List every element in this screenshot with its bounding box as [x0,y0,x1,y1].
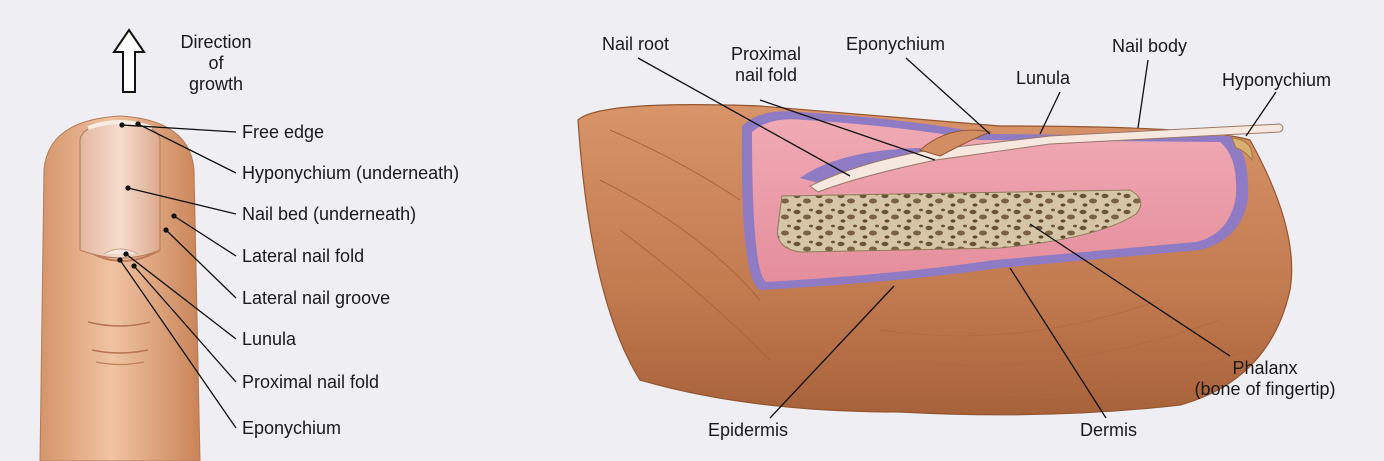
label-dermis: Dermis [1080,420,1137,440]
label-nail-bed: Nail bed (underneath) [242,204,417,224]
proximal-fold-line-2: nail fold [734,65,798,85]
right-leader-lines [637,57,1277,419]
label-eponychium-left: Eponychium [242,418,342,438]
growth-line-2: of [208,53,224,73]
label-lunula-left: Lunula [242,329,297,349]
label-phalanx: Phalanx (bone of fingertip) [1180,358,1350,400]
label-hyponychium-right: Hyponychium [1222,70,1332,90]
label-hyponychium-underneath: Hyponychium (underneath) [242,163,460,183]
phalanx-line-2: (bone of fingertip) [1194,379,1336,399]
label-nail-body: Nail body [1112,36,1188,56]
label-proximal-nail-fold-left: Proximal nail fold [242,372,380,392]
proximal-fold-line-1: Proximal [730,44,801,64]
label-nail-root: Nail root [602,34,670,54]
label-proximal-nail-fold-right: Proximal nail fold [716,44,816,86]
left-leader-lines [117,121,237,429]
label-lateral-nail-groove: Lateral nail groove [242,288,391,308]
growth-line-3: growth [188,74,244,94]
label-free-edge: Free edge [242,122,325,142]
label-eponychium-right: Eponychium [846,34,946,54]
growth-direction-label: Direction of growth [152,32,280,95]
growth-line-1: Direction [180,32,252,52]
label-epidermis: Epidermis [708,420,789,440]
direction-arrow-icon [112,28,146,93]
finger-front-view [39,115,201,461]
phalanx-line-1: Phalanx [1232,358,1298,378]
label-lunula-right: Lunula [1016,68,1071,88]
label-lateral-nail-fold: Lateral nail fold [242,246,365,266]
fingertip-cross-section [577,104,1293,416]
